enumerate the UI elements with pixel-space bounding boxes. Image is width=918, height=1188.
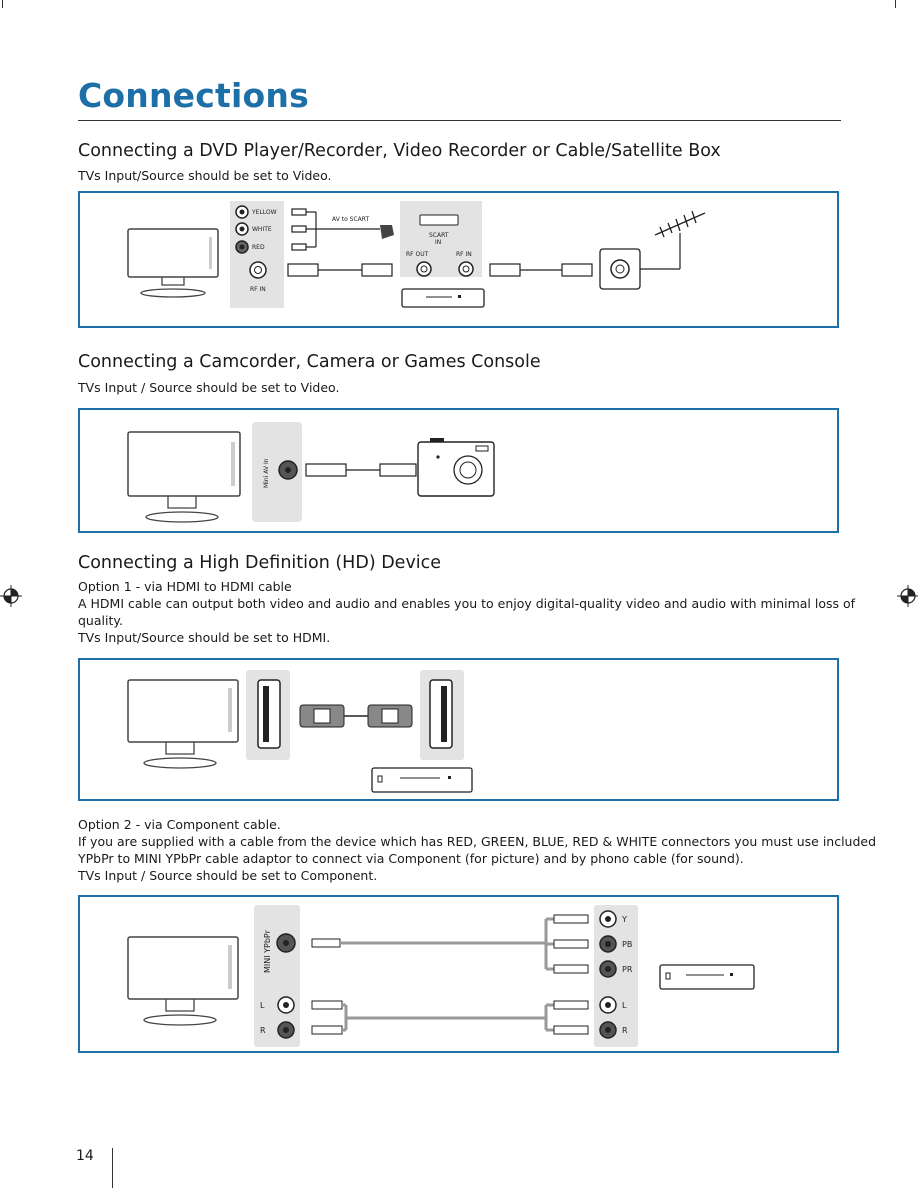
label-av-to-scart: AV to SCART [332, 216, 369, 223]
label-y: Y [621, 915, 627, 924]
rf-cable-device-to-wall [489, 263, 593, 277]
section-heading-dvd: Connecting a DVD Player/Recorder, Video … [78, 141, 721, 161]
tv-icon [127, 431, 241, 523]
label-red: RED [252, 244, 265, 251]
hdmi-cable [299, 704, 413, 728]
camera-icon [417, 438, 495, 497]
label-pb: PB [622, 940, 632, 949]
rf-cable-tv-to-device [287, 263, 393, 277]
wall-aerial-socket-icon [599, 233, 681, 290]
tv-input-panel [252, 422, 302, 522]
diagram-camcorder-connection: Mini AV In [78, 408, 839, 533]
page-number-divider [112, 1148, 113, 1188]
dvd-player-icon [401, 288, 485, 308]
label-rf-in-tv: RF IN [250, 286, 266, 293]
label-r-device: R [622, 1026, 628, 1035]
hd-option1: Option 1 - via HDMI to HDMI cable [78, 579, 292, 594]
label-l-tv: L [260, 1001, 265, 1010]
scart-plug-icon [380, 225, 394, 239]
label-rf-out: RF OUT [406, 251, 429, 258]
label-mini-av-in: Mini AV In [263, 458, 270, 488]
section-heading-camcorder: Connecting a Camcorder, Camera or Games … [78, 352, 541, 372]
audio-cable [311, 1000, 589, 1035]
page-number: 14 [76, 1148, 94, 1164]
crop-mark-top-left [2, 0, 3, 8]
diagram-hdmi-connection [78, 658, 839, 801]
page-title: Connections [78, 76, 309, 115]
tv-icon [127, 936, 239, 1026]
av-cable [305, 463, 417, 477]
component-line2: YPbPr to MINI YPbPr cable adaptor to con… [78, 851, 744, 866]
title-rule [78, 120, 841, 121]
label-mini-ypbpr: MINI YPbPr [263, 929, 272, 973]
label-yellow: YELLOW [251, 209, 277, 216]
tv-icon [127, 228, 219, 298]
hd-description-line2: quality. [78, 613, 123, 628]
section-heading-hd: Connecting a High Definition (HD) Device [78, 553, 442, 573]
diagram-component-connection: MINI YPbPr L R [78, 895, 839, 1053]
scart-socket-icon [419, 214, 459, 226]
component-instruction: TVs Input / Source should be set to Comp… [78, 868, 378, 883]
diagram-dvd-connection: YELLOW WHITE RED RF IN AV to SCART SCART… [78, 191, 839, 328]
section-instruction-dvd: TVs Input/Source should be set to Video. [78, 168, 332, 183]
hd-player-icon [371, 767, 473, 793]
registration-mark-left [0, 585, 22, 607]
hd-description-line1: A HDMI cable can output both video and a… [78, 596, 856, 611]
label-pr: PR [622, 965, 633, 974]
hd-option2: Option 2 - via Component cable. [78, 817, 281, 832]
component-cable [311, 914, 589, 974]
component-line1: If you are supplied with a cable from th… [78, 834, 877, 849]
registration-mark-right [897, 585, 918, 607]
hd-instruction: TVs Input/Source should be set to HDMI. [78, 630, 331, 645]
label-rf-in-device: RF IN [456, 251, 472, 258]
label-r-tv: R [260, 1026, 266, 1035]
component-device-icon [659, 964, 755, 990]
tv-input-panel [230, 201, 284, 308]
av-cable [291, 208, 380, 251]
tv-icon [127, 679, 239, 769]
label-white: WHITE [252, 226, 272, 233]
section-instruction-camcorder: TVs Input / Source should be set to Vide… [78, 380, 340, 395]
label-scart: SCART [429, 232, 449, 239]
label-scart-in: IN [435, 239, 441, 246]
aerial-antenna-icon [654, 210, 706, 238]
crop-mark-top-right [895, 0, 896, 8]
label-l-device: L [622, 1001, 627, 1010]
